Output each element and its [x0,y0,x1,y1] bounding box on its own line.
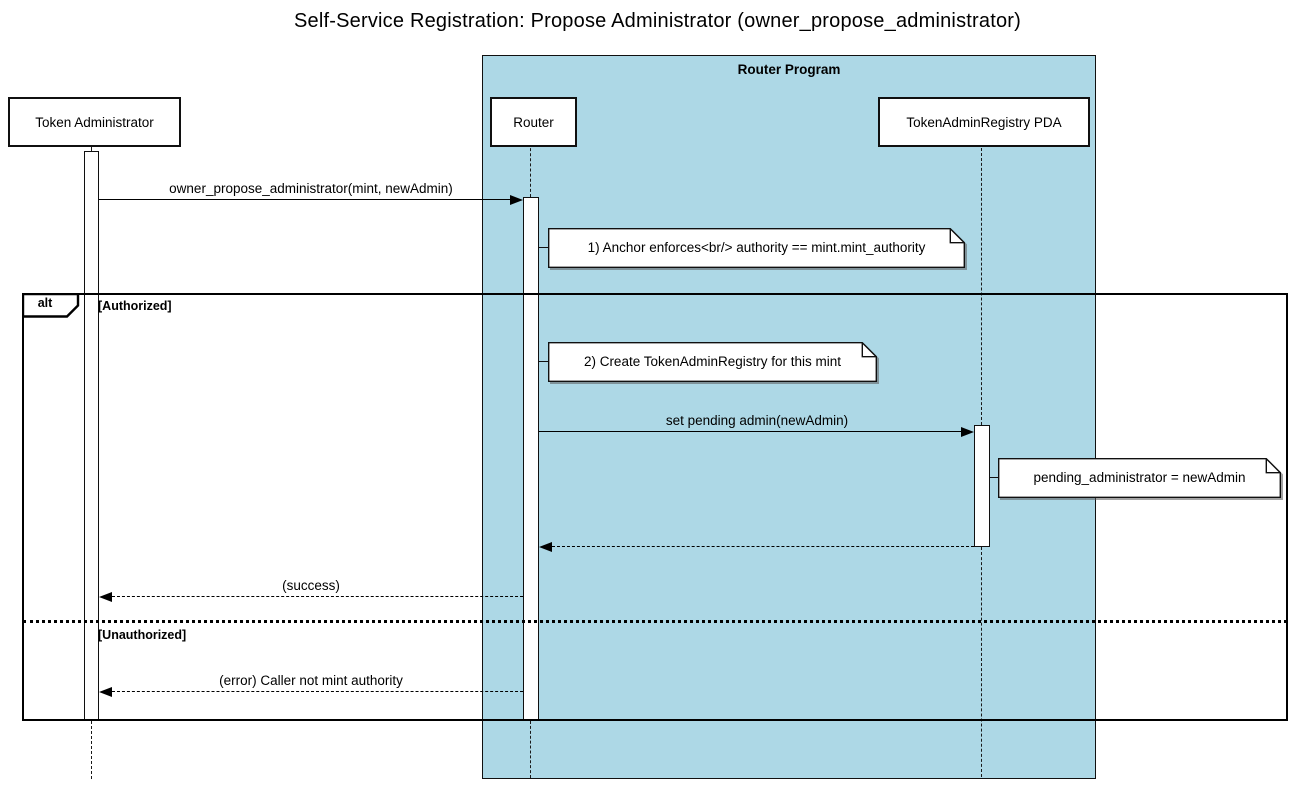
message-success-label: (success) [282,578,340,593]
note-text: 1) Anchor enforces<br/> authority == min… [587,240,926,255]
arrowhead-right-icon [961,426,974,437]
lifeline-router-tail [530,721,531,778]
participant-label: Router [513,114,554,130]
alt-operator-label: alt [37,296,53,310]
participant-label: Token Administrator [35,114,154,130]
message-return-to-router-line [552,546,974,547]
participant-label: TokenAdminRegistry PDA [906,114,1062,130]
note-anchor-enforces: 1) Anchor enforces<br/> authority == min… [548,228,965,268]
message-owner-propose-administrator-label: owner_propose_administrator(mint, newAdm… [169,181,453,196]
note-pending-administrator: pending_administrator = newAdmin [998,458,1281,498]
alt-operator-badge: alt [22,293,80,318]
participant-token-administrator: Token Administrator [8,97,181,147]
note-connector [990,477,998,478]
lifeline-router [530,143,531,197]
arrowhead-left-icon [99,591,112,602]
lifeline-tokenadminregistry-pda-tail [981,547,982,777]
arrowhead-left-icon [99,686,112,697]
message-owner-propose-administrator-line [99,199,511,200]
note-create-registry: 2) Create TokenAdminRegistry for this mi… [548,342,877,382]
alt-divider [23,620,1287,623]
lifeline-tokenadminregistry-pda [981,143,982,425]
message-error-line [112,691,523,692]
note-connector [538,361,548,362]
lifeline-token-administrator [91,143,92,151]
diagram-title: Self-Service Registration: Propose Admin… [293,10,1022,32]
participant-router: Router [490,97,577,147]
message-set-pending-admin-line [539,431,961,432]
arrowhead-right-icon [510,194,523,205]
alt-pentagon-icon [22,293,80,318]
note-shape-icon [998,458,1281,498]
note-connector [538,247,548,248]
note-text: pending_administrator = newAdmin [1033,470,1246,485]
note-shape-icon [548,228,965,268]
lifeline-token-administrator-tail [91,721,92,779]
router-program-label: Router Program [737,62,841,77]
note-text: 2) Create TokenAdminRegistry for this mi… [583,354,842,369]
alt-frame [22,293,1288,721]
activation-tokenadminregistry-pda [974,425,990,547]
alt-section-unauthorized-label: [Unauthorized] [98,628,187,642]
alt-section-authorized-label: [Authorized] [98,299,172,313]
message-error-label: (error) Caller not mint authority [219,673,403,688]
router-program-boundary [482,55,1096,779]
message-success-line [112,596,523,597]
arrowhead-left-icon [539,541,552,552]
note-shape-icon [548,342,877,382]
participant-tokenadminregistry-pda: TokenAdminRegistry PDA [878,97,1090,147]
message-set-pending-admin-label: set pending admin(newAdmin) [665,413,849,428]
